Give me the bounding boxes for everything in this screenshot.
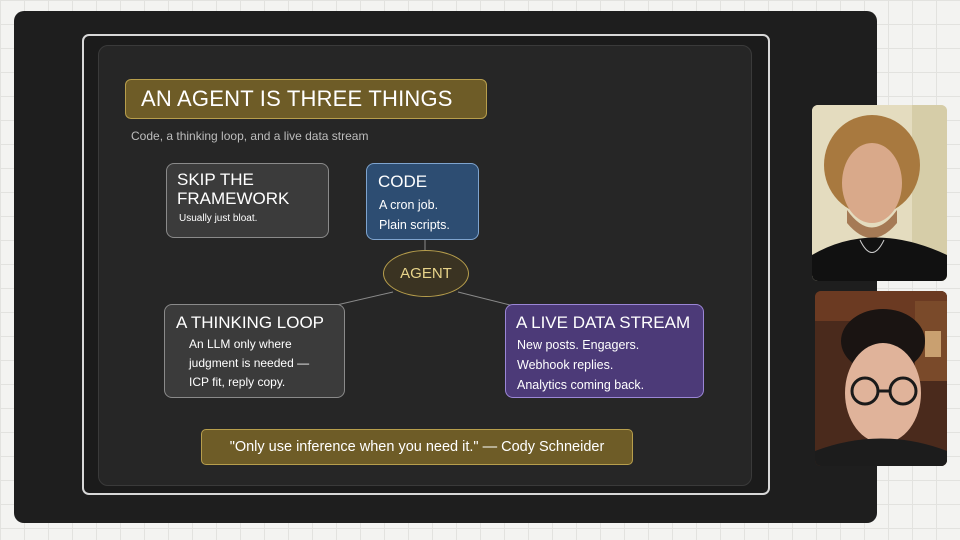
thinking-loop-line: ICP fit, reply copy. xyxy=(189,375,286,389)
live-data-stream-heading: A LIVE DATA STREAM xyxy=(516,313,691,332)
participant-video-icon xyxy=(815,291,947,466)
skip-framework-text: Usually just bloat. xyxy=(179,213,258,224)
live-data-stream-line: New posts. Engagers. xyxy=(517,338,640,352)
thinking-loop-line: An LLM only where xyxy=(189,337,292,351)
quote-box: "Only use inference when you need it." —… xyxy=(201,429,633,465)
skip-framework-box: SKIP THE FRAMEWORK Usually just bloat. xyxy=(166,163,329,238)
code-heading: CODE xyxy=(378,172,428,191)
code-line: A cron job. xyxy=(379,198,439,212)
live-data-stream-line: Analytics coming back. xyxy=(517,378,645,392)
slide-subtitle: Code, a thinking loop, and a live data s… xyxy=(131,129,369,143)
code-line: Plain scripts. xyxy=(379,218,450,232)
skip-framework-heading: SKIP THE FRAMEWORK xyxy=(177,170,290,208)
agent-node: AGENT xyxy=(383,250,469,297)
participant-video-tile[interactable] xyxy=(815,291,947,466)
participant-video-icon xyxy=(812,105,947,281)
participant-video-tile[interactable] xyxy=(812,105,947,281)
live-data-stream-line: Webhook replies. xyxy=(517,358,614,372)
slide-title: AN AGENT IS THREE THINGS xyxy=(125,79,487,119)
code-box: CODE A cron job. Plain scripts. xyxy=(366,163,479,240)
thinking-loop-line: judgment is needed — xyxy=(189,356,310,370)
thinking-loop-box: A THINKING LOOP An LLM only where judgme… xyxy=(164,304,345,398)
live-data-stream-box: A LIVE DATA STREAM New posts. Engagers. … xyxy=(505,304,704,398)
thinking-loop-heading: A THINKING LOOP xyxy=(176,313,325,332)
